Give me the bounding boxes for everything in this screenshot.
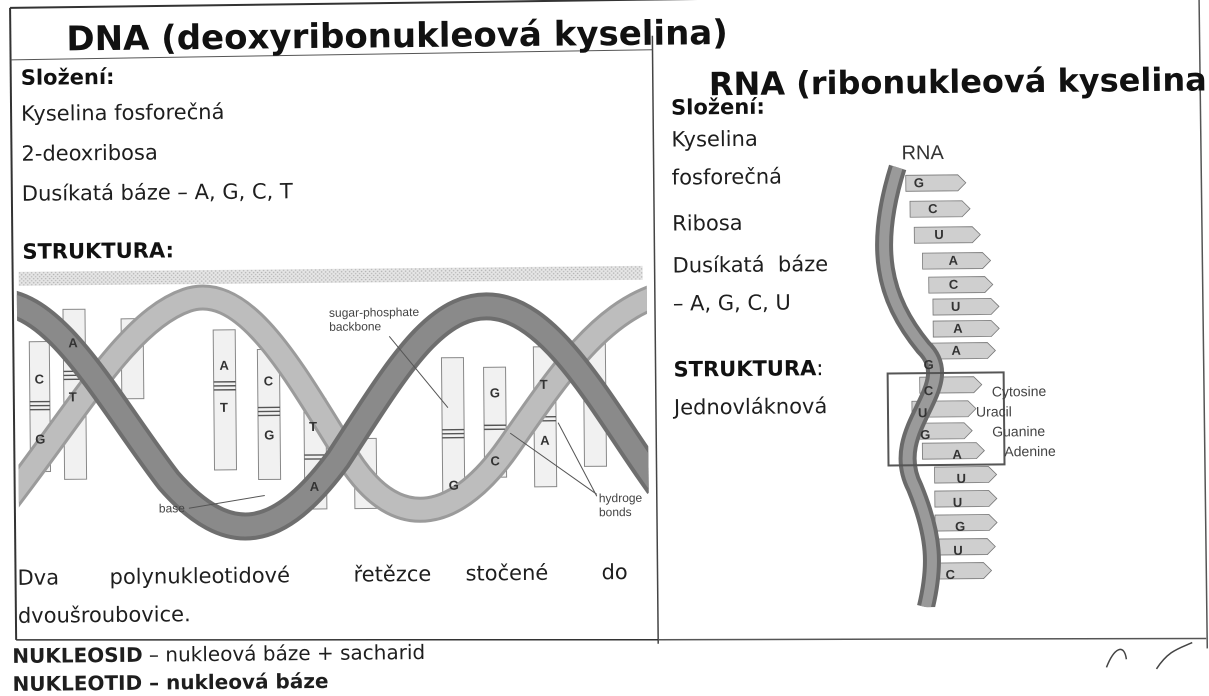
dna-base-top-6: G [490,385,500,400]
rna-base-13: A [952,447,962,462]
dna-base-bottom-8: A [540,433,550,448]
rna-composition-2: fosforečná [672,165,782,190]
dna-composition-1: Kyselina fosforečná [21,100,225,126]
rna-base-10: C [924,383,934,398]
rna-struktura-colon: : [816,356,823,380]
callout-backbone-line2: backbone [329,319,382,334]
rna-base-1: G [914,175,924,190]
dna-caption-word-1: Dva [17,565,59,589]
rna-base-11: U [918,405,928,420]
rna-base-3: U [934,227,944,242]
rna-legend-uracil: Uracil [976,403,1012,419]
rna-base-4: A [948,253,958,268]
rna-figure-title: RNA [901,142,944,164]
dna-slozeni-label: Složení: [21,65,115,90]
rna-struktura-value: Jednovláknová [674,394,828,419]
rna-base-16: G [955,519,965,534]
dna-base-top-1: C [35,372,45,387]
rna-base-5: C [949,277,959,292]
footer-nukleosid: NUKLEOSID – nukleová báze + sacharid [12,640,425,668]
rna-base-14: U [957,471,967,486]
rna-slozeni-label: Složení: [671,95,765,120]
dna-base-bottom-1: G [35,432,45,447]
table-column-divider [652,36,658,644]
rna-base-17: U [953,543,963,558]
dna-base-top-3: A [219,358,229,373]
callout-hbond-line2: bonds [599,505,632,519]
dna-base-top-7: T [540,377,548,392]
callout-base: base [159,501,185,515]
dna-figure-top-band [19,266,643,286]
dna-caption-word-5: do [601,560,627,584]
dna-helix-figure: C A A C T G T G T T G A C G A sugar-phos… [17,256,650,562]
rna-base-7: A [953,321,963,336]
rna-composition-3: Ribosa [672,211,743,236]
rna-base-15: U [953,495,963,510]
rna-legend-cytosine: Cytosine [992,383,1047,400]
footer-nukleosid-text: – nukleová báze + sacharid [143,640,426,667]
dna-base-bottom-2: T [69,389,77,404]
footer-nukleosid-label: NUKLEOSID [12,643,143,668]
dna-title: DNA (deoxyribonukleová kyselina) [66,13,728,59]
dna-base-top-5: T [309,419,317,434]
rna-struktura-label: STRUKTURA: [673,356,823,381]
dna-base-bottom-6: C [490,453,500,468]
table-top-border [10,0,1203,8]
dna-base-bottom-7: G [449,478,459,493]
dna-caption-word-3: řetězce [353,562,431,587]
rna-base-2: C [928,201,938,216]
rna-legend-guanine: Guanine [992,423,1045,440]
table-left-border [10,8,16,640]
rna-legend-adenine: Adenine [1004,443,1056,459]
handwritten-mark [1096,638,1206,673]
dna-base-bottom-4: G [264,427,274,442]
callout-hbond-line1: hydroge [599,491,643,505]
footer-nukleotid-partial: NUKLEOTID – nukleová báze [12,669,328,696]
rna-base-8: A [951,343,961,358]
rna-base-18: C [945,567,955,582]
rna-composition-4: Dusíkatá báze [672,252,828,277]
rna-base-9: G [923,357,933,372]
dna-base-bottom-5: A [310,479,320,494]
dna-base-top-2: A [68,335,78,350]
dna-composition-3: Dusíkatá báze – A, G, C, T [22,179,293,206]
callout-backbone-line1: sugar-phosphate [329,305,420,320]
dna-base-bottom-3: T [220,400,228,415]
dna-caption-line2: dvoušroubovice. [18,602,191,628]
dna-base-top-4: C [264,373,274,388]
dna-caption-word-2: polynukleotidové [109,563,290,589]
rna-struktura-text: STRUKTURA [673,356,816,381]
rna-title: RNA (ribonukleová kyselina) [709,60,1209,103]
dna-caption-word-4: stočené [465,561,548,586]
rna-composition-5: – A, G, C, U [673,290,791,315]
rna-base-12: G [920,427,930,442]
rna-composition-1: Kyselina [671,127,758,152]
dna-composition-2: 2-deoxribosa [21,140,158,165]
rna-strand-figure: RNA G C U A C U [861,125,1116,607]
rna-base-6: U [951,299,961,314]
